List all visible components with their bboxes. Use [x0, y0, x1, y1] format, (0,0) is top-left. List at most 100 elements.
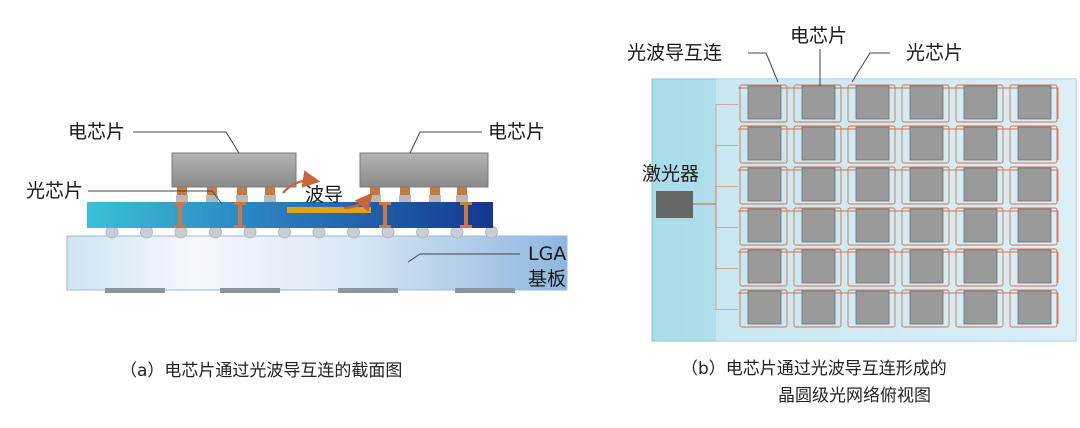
substrate-bottom-pads	[105, 288, 515, 293]
electrical-chip	[747, 85, 782, 120]
electrical-chip	[855, 126, 890, 161]
optical-chip-layer	[87, 202, 493, 228]
routing-loop	[739, 289, 788, 328]
electrical-chip-right	[359, 152, 489, 188]
routing-loop	[793, 289, 842, 328]
routing-loop	[955, 248, 1004, 287]
routing-loop	[955, 125, 1004, 164]
electrical-chip	[1017, 290, 1052, 325]
electrical-chip	[801, 167, 836, 202]
electrical-chip	[909, 208, 944, 243]
via-cap-top	[379, 202, 391, 205]
routing-rail	[738, 169, 1059, 201]
bump-copper	[265, 187, 275, 196]
electrical-chip	[1017, 167, 1052, 202]
label-waveguide: 波导	[305, 184, 344, 206]
routing-loop	[847, 84, 896, 123]
electrical-chip	[963, 126, 998, 161]
via-cap-top	[234, 202, 246, 205]
electrical-chip	[963, 85, 998, 120]
routing-rail	[738, 210, 1059, 242]
electrical-chip	[801, 126, 836, 161]
label-optical-chip-b: 光芯片	[906, 42, 964, 64]
routing-rail	[738, 251, 1059, 283]
leader-optical-chip-b	[851, 52, 890, 83]
routing-loop	[1009, 207, 1058, 246]
routing-loop	[793, 125, 842, 164]
routing-loop	[955, 207, 1004, 246]
bottom-pad	[220, 288, 280, 293]
electrical-chip	[747, 249, 782, 284]
bump-pad	[429, 195, 441, 202]
electrical-chip	[1017, 85, 1052, 120]
electrical-chip	[801, 290, 836, 325]
electrical-chip	[909, 167, 944, 202]
routing-loop	[739, 248, 788, 287]
electrical-chip	[1017, 208, 1052, 243]
electrical-chip	[747, 290, 782, 325]
bump-pad	[264, 195, 276, 202]
routing-loop	[847, 166, 896, 205]
via-cap-bottom	[174, 225, 186, 228]
routing-loop	[901, 248, 950, 287]
routing-loop	[793, 166, 842, 205]
electrical-chip-grid	[747, 85, 1052, 325]
electrical-chip	[1017, 249, 1052, 284]
label-chip-left: 电芯片	[68, 121, 126, 143]
routing-rail	[738, 128, 1059, 160]
routing-loop	[1009, 84, 1058, 123]
label-chip-right: 电芯片	[488, 121, 546, 143]
laser-block	[656, 191, 693, 218]
routing-loop	[793, 207, 842, 246]
bump-pad	[206, 195, 218, 202]
routing-loop	[793, 84, 842, 123]
label-electrical-chip-b: 电芯片	[790, 25, 848, 47]
label-substrate-base: 基板	[528, 268, 567, 290]
via-post	[383, 203, 387, 227]
routing-loop	[955, 289, 1004, 328]
electrical-chip	[747, 126, 782, 161]
routing-loop	[739, 207, 788, 246]
electrical-chip-left	[171, 152, 297, 188]
routing-loop	[739, 166, 788, 205]
electrical-chip	[855, 249, 890, 284]
routing-loop	[901, 125, 950, 164]
bump-copper	[457, 187, 467, 196]
electrical-chip	[1017, 126, 1052, 161]
electrical-chip	[909, 249, 944, 284]
light-path-arrow-right	[343, 192, 373, 212]
routing-loop	[955, 84, 1004, 123]
electrical-chip	[747, 167, 782, 202]
routing-rail	[738, 292, 1059, 324]
electrical-chip	[801, 208, 836, 243]
via-cap-top	[460, 202, 472, 205]
caption-a: （a）电芯片通过光波导互连的截面图	[120, 361, 403, 381]
routing-loop	[1009, 289, 1058, 328]
electrical-chip	[963, 208, 998, 243]
routing-loop	[739, 84, 788, 123]
bottom-pad	[455, 288, 515, 293]
routing-loop	[847, 125, 896, 164]
leader-chip-left	[133, 131, 240, 154]
electrical-chip	[909, 126, 944, 161]
electrical-chip	[747, 208, 782, 243]
routing-loop	[847, 248, 896, 287]
leader-chip-right	[409, 131, 482, 154]
copper-vias	[174, 202, 472, 228]
routing-loop	[1009, 248, 1058, 287]
via-cap-bottom	[379, 225, 391, 228]
routing-loop	[901, 166, 950, 205]
label-substrate-lga: LGA	[528, 243, 567, 265]
bump-copper	[237, 187, 247, 196]
routing-loop	[793, 248, 842, 287]
via-post	[178, 203, 182, 227]
leader-optical-chip	[88, 190, 223, 205]
electrical-chip	[963, 290, 998, 325]
electrical-chip	[855, 167, 890, 202]
top-view-panel	[651, 49, 1077, 342]
via-post	[238, 203, 242, 227]
via-cap-bottom	[234, 225, 246, 228]
routing-loop	[1009, 166, 1058, 205]
routing-feed	[715, 204, 738, 310]
